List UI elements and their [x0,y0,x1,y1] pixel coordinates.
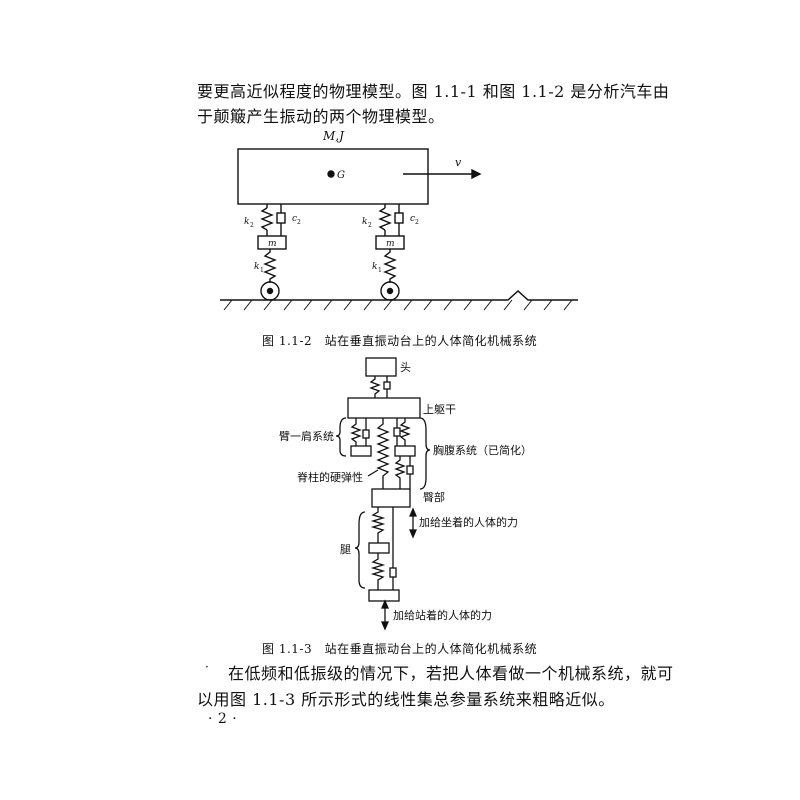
spring-k2-right [378,207,392,231]
arm-shoulder-label: 臂一肩系统 [279,429,334,443]
k1-left-sub: 1 [260,267,264,274]
shin-spring [370,553,386,590]
head-mass [365,357,397,377]
neck-spring [369,376,381,398]
figure-1-1-2-caption: 图 1.1-2 站在垂直振动台上的人体简化机械系统 [262,334,538,348]
intro-line-2: 于颠簸产生振动的两个物理模型。 [197,107,445,126]
arm-damper [362,429,370,439]
leg-brace [354,511,366,589]
arm-shoulder-brace [335,417,347,457]
c2-right-label: c [410,214,415,224]
spring-k1-right [383,249,397,283]
spine-spring [376,418,390,489]
upper-torso-mass [347,397,421,419]
k2-left-sub: 2 [250,222,254,229]
arm-spring [350,418,362,446]
chest-abdomen-label: 胸腹系统（已简化） [433,443,532,457]
unsprung-mass-left [257,235,287,250]
mass-inertia-label: M,J [322,129,345,143]
intro-line-1: 要更高近似程度的物理模型。图 1.1-1 和图 1.1-2 是分析汽车由 [197,82,670,101]
c2-left-sub: 2 [297,219,301,226]
leg-label: 腿 [340,543,351,556]
figure-1-1-3-caption: 图 1.1-3 站在垂直振动台上的人体简化机械系统 [262,642,538,656]
k1-right-label: k [372,262,377,272]
c2-left-label: c [292,214,297,224]
k2-left-label: k [244,217,249,227]
foot-mass [368,589,400,602]
page-number: · 2 · [208,711,238,727]
standing-force-label: 加给站着的人体的力 [393,608,492,622]
upper-torso-label: 上躯干 [423,403,456,416]
arm-mass [350,445,372,457]
velocity-label: v [455,156,462,169]
chest-mass [394,445,416,457]
thigh-spring [370,507,386,543]
k2-right-sub: 2 [368,222,372,229]
body-line-1: 在低频和低振级的情况下，若把人体看做一个机械系统，就可 [228,664,674,683]
spine-pointer [367,469,379,477]
stray-mark: · [205,660,210,674]
chest-damper-upper [393,427,401,437]
center-label: G [337,170,345,181]
spine-label: 脊柱的硬弹性 [297,470,363,484]
leg-damper [389,567,397,578]
k1-left-label: k [254,262,259,272]
body-line-2: 以用图 1.1-3 所示形式的线性集总参量系统来粗略近似。 [197,690,615,709]
chest-abdomen-brace [419,417,431,490]
spring-k1-left [263,249,277,283]
c2-right-sub: 2 [415,219,419,226]
neck-damper [383,381,391,390]
head-label: 头 [400,361,411,374]
center-of-gravity-dot [327,170,335,178]
chest-spring-upper [399,418,411,446]
spring-k2-left [260,207,274,231]
m-right-label: m [386,239,395,249]
sitting-force-label: 加给坐着的人体的力 [419,515,518,529]
leg-mass [368,542,390,554]
hip-mass [371,488,411,508]
abdomen-spring [394,456,406,489]
m-left-label: m [268,239,277,249]
k1-right-sub: 1 [378,267,382,274]
hip-label: 臀部 [423,490,445,504]
k2-right-label: k [362,217,367,227]
abdomen-damper [406,465,414,475]
car-body [237,148,429,205]
